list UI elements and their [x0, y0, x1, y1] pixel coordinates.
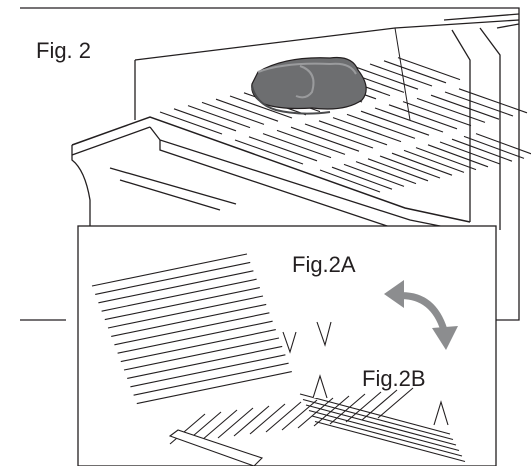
- grate-2a: [91, 253, 292, 405]
- steak-body: [251, 56, 367, 110]
- grate-ridge: [187, 105, 251, 129]
- grate-ridge: [439, 141, 501, 165]
- grate-ridge: [248, 136, 318, 162]
- grate-ridge: [377, 387, 414, 419]
- grate-ridge: [329, 393, 366, 425]
- grate-ridge: [265, 401, 302, 433]
- grate-ridge: [130, 354, 286, 388]
- grate-ridge: [475, 133, 531, 155]
- grate-ridge: [361, 389, 398, 421]
- grate-ridge: [262, 133, 332, 159]
- grate-ridge: [463, 135, 525, 159]
- grill-back-wall: [134, 13, 520, 230]
- main-figure-frame: [20, 7, 520, 321]
- grate-ridge: [367, 158, 429, 182]
- grate-ridge: [104, 287, 260, 321]
- figure-2b-label: Fig.2B: [362, 366, 426, 391]
- grate-ridge: [416, 97, 486, 123]
- steak-fat-edge: [257, 62, 357, 75]
- grate-ridge: [403, 149, 465, 173]
- grate-ridge: [346, 113, 416, 139]
- grate-ridge: [173, 108, 237, 132]
- grate-ridge: [234, 139, 304, 165]
- grate-ridge: [127, 345, 283, 379]
- grate-ridge: [201, 101, 265, 125]
- grate-ridge: [430, 94, 500, 120]
- grate-ridge: [311, 415, 463, 457]
- grate-ridge: [299, 393, 451, 435]
- grate-ridge: [111, 303, 267, 337]
- grate-ridge: [318, 120, 388, 146]
- grate-2b-legs: [312, 374, 449, 426]
- grate-ridge: [379, 155, 441, 179]
- grate-ridge: [383, 60, 447, 84]
- grate-ridge: [95, 261, 251, 295]
- grate-2b-support-bar: [168, 429, 264, 467]
- grate-ridge: [281, 399, 318, 431]
- steak-bone: [295, 65, 315, 99]
- double-headed-curved-arrow-icon: [384, 280, 458, 350]
- grate-ridge: [374, 107, 444, 133]
- grate-ridge: [319, 169, 381, 193]
- grate-ridge: [427, 144, 489, 168]
- grate-ridge: [101, 278, 257, 312]
- grate-ridge: [215, 98, 279, 122]
- grate-ridge: [369, 63, 433, 87]
- grate-ridge: [98, 270, 254, 304]
- figure-2a-label: Fig.2A: [292, 252, 356, 277]
- grate-ridge: [415, 147, 477, 171]
- grate-ridge: [276, 129, 346, 155]
- grate-ridge: [332, 117, 402, 143]
- grate-ridge: [91, 253, 248, 287]
- grate-2b: [169, 387, 466, 463]
- figure-2-label: Fig. 2: [36, 38, 92, 63]
- grate-ridge: [302, 398, 454, 441]
- grate-ridge: [114, 312, 270, 346]
- grate-ridge: [444, 91, 514, 117]
- grate-ridge: [229, 95, 293, 119]
- grate-ridge: [308, 409, 460, 452]
- grate-ridge: [343, 163, 405, 187]
- grate-ridge: [201, 409, 238, 441]
- grate-2a-legs: [282, 321, 332, 354]
- grate-ridge: [388, 104, 458, 130]
- grate-ridge: [360, 110, 430, 136]
- inset-figure: [77, 225, 497, 467]
- grate-ridge: [120, 329, 276, 363]
- grate-ridge: [458, 88, 528, 114]
- grate-ridge: [136, 371, 292, 405]
- grate-ridge: [391, 152, 453, 176]
- grate-ridge: [169, 413, 206, 445]
- grate-ridge: [451, 138, 513, 162]
- grate-ridge: [107, 295, 264, 329]
- grate-ridge: [133, 362, 289, 396]
- steak-illustration: [251, 56, 367, 115]
- grate-ridge: [290, 126, 360, 152]
- steak-shadow: [251, 85, 331, 115]
- grate-ridge: [123, 337, 280, 371]
- grate-ridge: [355, 161, 417, 185]
- grate-ridge: [249, 403, 286, 435]
- grate-ridge: [304, 123, 374, 149]
- grate-ridge: [217, 407, 254, 439]
- grate-ridge: [402, 101, 472, 127]
- grate-ridge: [297, 397, 334, 429]
- grate-ridge: [331, 166, 393, 190]
- grate-ridge: [233, 405, 270, 437]
- grate-ridge: [355, 66, 419, 90]
- grate-ridge: [305, 404, 457, 446]
- grate-ridge: [159, 111, 223, 135]
- grate-ridge: [117, 320, 273, 354]
- grate-ridge: [313, 395, 350, 427]
- grate-ridge: [314, 420, 466, 463]
- grate-ridge: [397, 57, 461, 81]
